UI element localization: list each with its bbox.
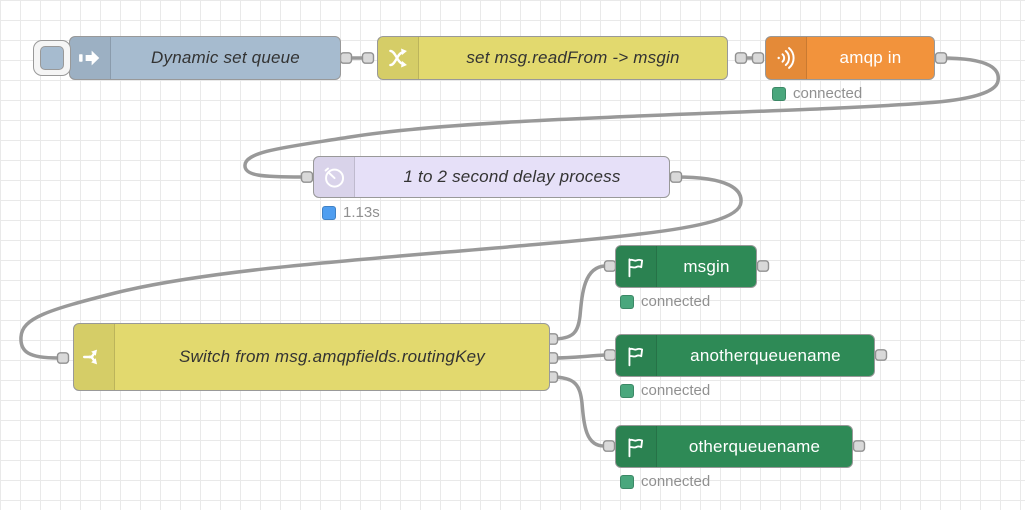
port-switch-in[interactable] [56, 352, 70, 364]
flag-icon [616, 246, 657, 287]
port-amqp-in-out[interactable] [934, 52, 948, 64]
inject-button-face [40, 46, 64, 70]
node-label-amqp-in: amqp in [839, 48, 902, 67]
node-label-delay: 1 to 2 second delay process [403, 167, 621, 186]
wire-amqp-in-to-delay[interactable] [243, 56, 1000, 179]
status-dot-out-another [620, 383, 634, 398]
status-text-out-another: connected [641, 382, 711, 399]
node-label-change: set msg.readFrom -> msgin [466, 48, 680, 67]
wire-delay-to-switch[interactable] [19, 175, 743, 360]
fork-icon [74, 324, 115, 390]
port-amqp-in-in[interactable] [751, 52, 765, 64]
status-dot-amqp-in [772, 86, 786, 101]
port-out-msgin-out[interactable] [756, 260, 770, 272]
port-delay-in[interactable] [300, 171, 314, 183]
port-out-another-in[interactable] [603, 349, 617, 361]
node-switch[interactable]: Switch from msg.amqpfields.routingKey [73, 323, 550, 391]
status-delay: 1.13s [322, 204, 380, 221]
flag-icon [616, 335, 657, 376]
status-out-other: connected [620, 473, 710, 490]
node-label-out-another: anotherqueuename [690, 345, 841, 365]
node-out-other[interactable]: otherqueuename [615, 425, 853, 468]
node-label-out-msgin: msgin [683, 256, 730, 276]
node-delay[interactable]: 1 to 2 second delay process [313, 156, 670, 198]
status-dot-out-other [620, 474, 634, 489]
node-label-inject: Dynamic set queue [151, 48, 300, 67]
port-change-out[interactable] [734, 52, 748, 64]
node-inject[interactable]: Dynamic set queue [69, 36, 341, 80]
inject-arrow-icon [70, 37, 111, 79]
status-amqp-in: connected [772, 85, 862, 102]
shuffle-icon [378, 37, 419, 79]
node-out-another[interactable]: anotherqueuename [615, 334, 875, 377]
node-label-switch: Switch from msg.amqpfields.routingKey [179, 347, 485, 366]
wire-switch-to-out-other[interactable] [550, 375, 606, 448]
node-amqp-in[interactable]: amqp in [765, 36, 935, 80]
port-out-other-out[interactable] [852, 440, 866, 452]
node-change[interactable]: set msg.readFrom -> msgin [377, 36, 728, 80]
inject-button[interactable] [33, 40, 71, 76]
status-dot-delay [322, 205, 336, 220]
status-out-another: connected [620, 382, 710, 399]
port-out-other-in[interactable] [602, 440, 616, 452]
port-inject-out[interactable] [339, 52, 353, 64]
node-label-out-other: otherqueuename [688, 436, 821, 456]
port-delay-out[interactable] [669, 171, 683, 183]
status-text-out-msgin: connected [641, 293, 711, 310]
flag-icon [616, 426, 657, 467]
port-out-another-out[interactable] [874, 349, 888, 361]
wire-switch-to-out-another[interactable] [550, 353, 607, 360]
status-text-delay: 1.13s [343, 204, 380, 221]
status-text-out-other: connected [641, 473, 711, 490]
status-text-amqp-in: connected [793, 85, 863, 102]
stopwatch-icon [314, 157, 355, 197]
signal-icon [766, 37, 807, 79]
node-out-msgin[interactable]: msgin [615, 245, 757, 288]
port-out-msgin-in[interactable] [603, 260, 617, 272]
port-change-in[interactable] [361, 52, 375, 64]
wire-switch-to-out-msgin[interactable] [550, 264, 607, 341]
status-dot-out-msgin [620, 294, 634, 309]
status-out-msgin: connected [620, 293, 710, 310]
